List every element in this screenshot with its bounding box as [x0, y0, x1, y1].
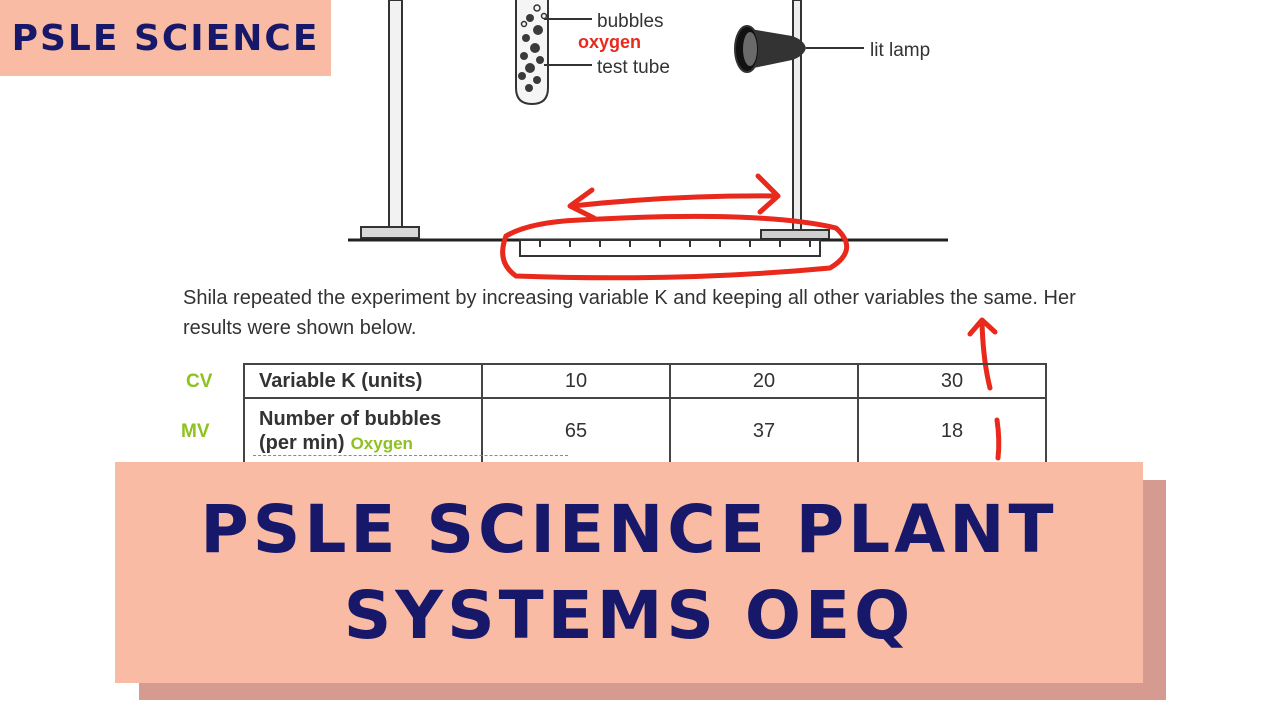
- title-banner: PSLE SCIENCE PLANT SYSTEMS OEQ: [115, 462, 1143, 683]
- banner-title-line2: SYSTEMS OEQ: [343, 576, 915, 654]
- red-double-arrow-annotation: [567, 173, 781, 221]
- left-retort-stand: [360, 0, 420, 239]
- side-label-mv: MV: [181, 421, 210, 442]
- label-bubbles: bubbles: [597, 11, 664, 32]
- corner-title-text: PSLE SCIENCE: [11, 17, 320, 59]
- side-label-cv: CV: [186, 371, 213, 392]
- table-cell: 37: [669, 397, 859, 465]
- row-header-variable-k: Variable K (units): [243, 363, 483, 399]
- table-row: Number of bubbles (per min)Oxygen 65 37 …: [243, 397, 1047, 465]
- table-row: Variable K (units) 10 20 30: [243, 363, 1047, 399]
- table-cell: 20: [669, 363, 859, 399]
- row-header-bubbles: Number of bubbles (per min)Oxygen: [243, 397, 483, 465]
- label-lit-lamp: lit lamp: [870, 40, 930, 61]
- row-header-bubbles-line1: Number of bubbles: [259, 407, 442, 430]
- test-tube-icon: [515, 0, 549, 106]
- question-text: Shila repeated the experiment by increas…: [183, 287, 1076, 339]
- banner-title-line1: PSLE SCIENCE PLANT: [200, 490, 1058, 568]
- table-cell: 10: [481, 363, 671, 399]
- oxygen-annotation: Oxygen: [350, 433, 413, 453]
- label-oxygen: oxygen: [578, 32, 641, 52]
- red-ruler-circle-annotation: [500, 213, 849, 281]
- table-cell: 18: [857, 397, 1047, 465]
- lamp-icon: [734, 25, 864, 73]
- corner-title-tag: PSLE SCIENCE: [0, 0, 331, 76]
- row-header-bubbles-line2: (per min): [259, 431, 345, 454]
- table-cell: 30: [857, 363, 1047, 399]
- label-test-tube: test tube: [597, 57, 670, 78]
- selection-box[interactable]: [253, 455, 568, 464]
- results-table: Variable K (units) 10 20 30 Number of bu…: [243, 363, 1047, 465]
- ruler-icon: [519, 239, 821, 257]
